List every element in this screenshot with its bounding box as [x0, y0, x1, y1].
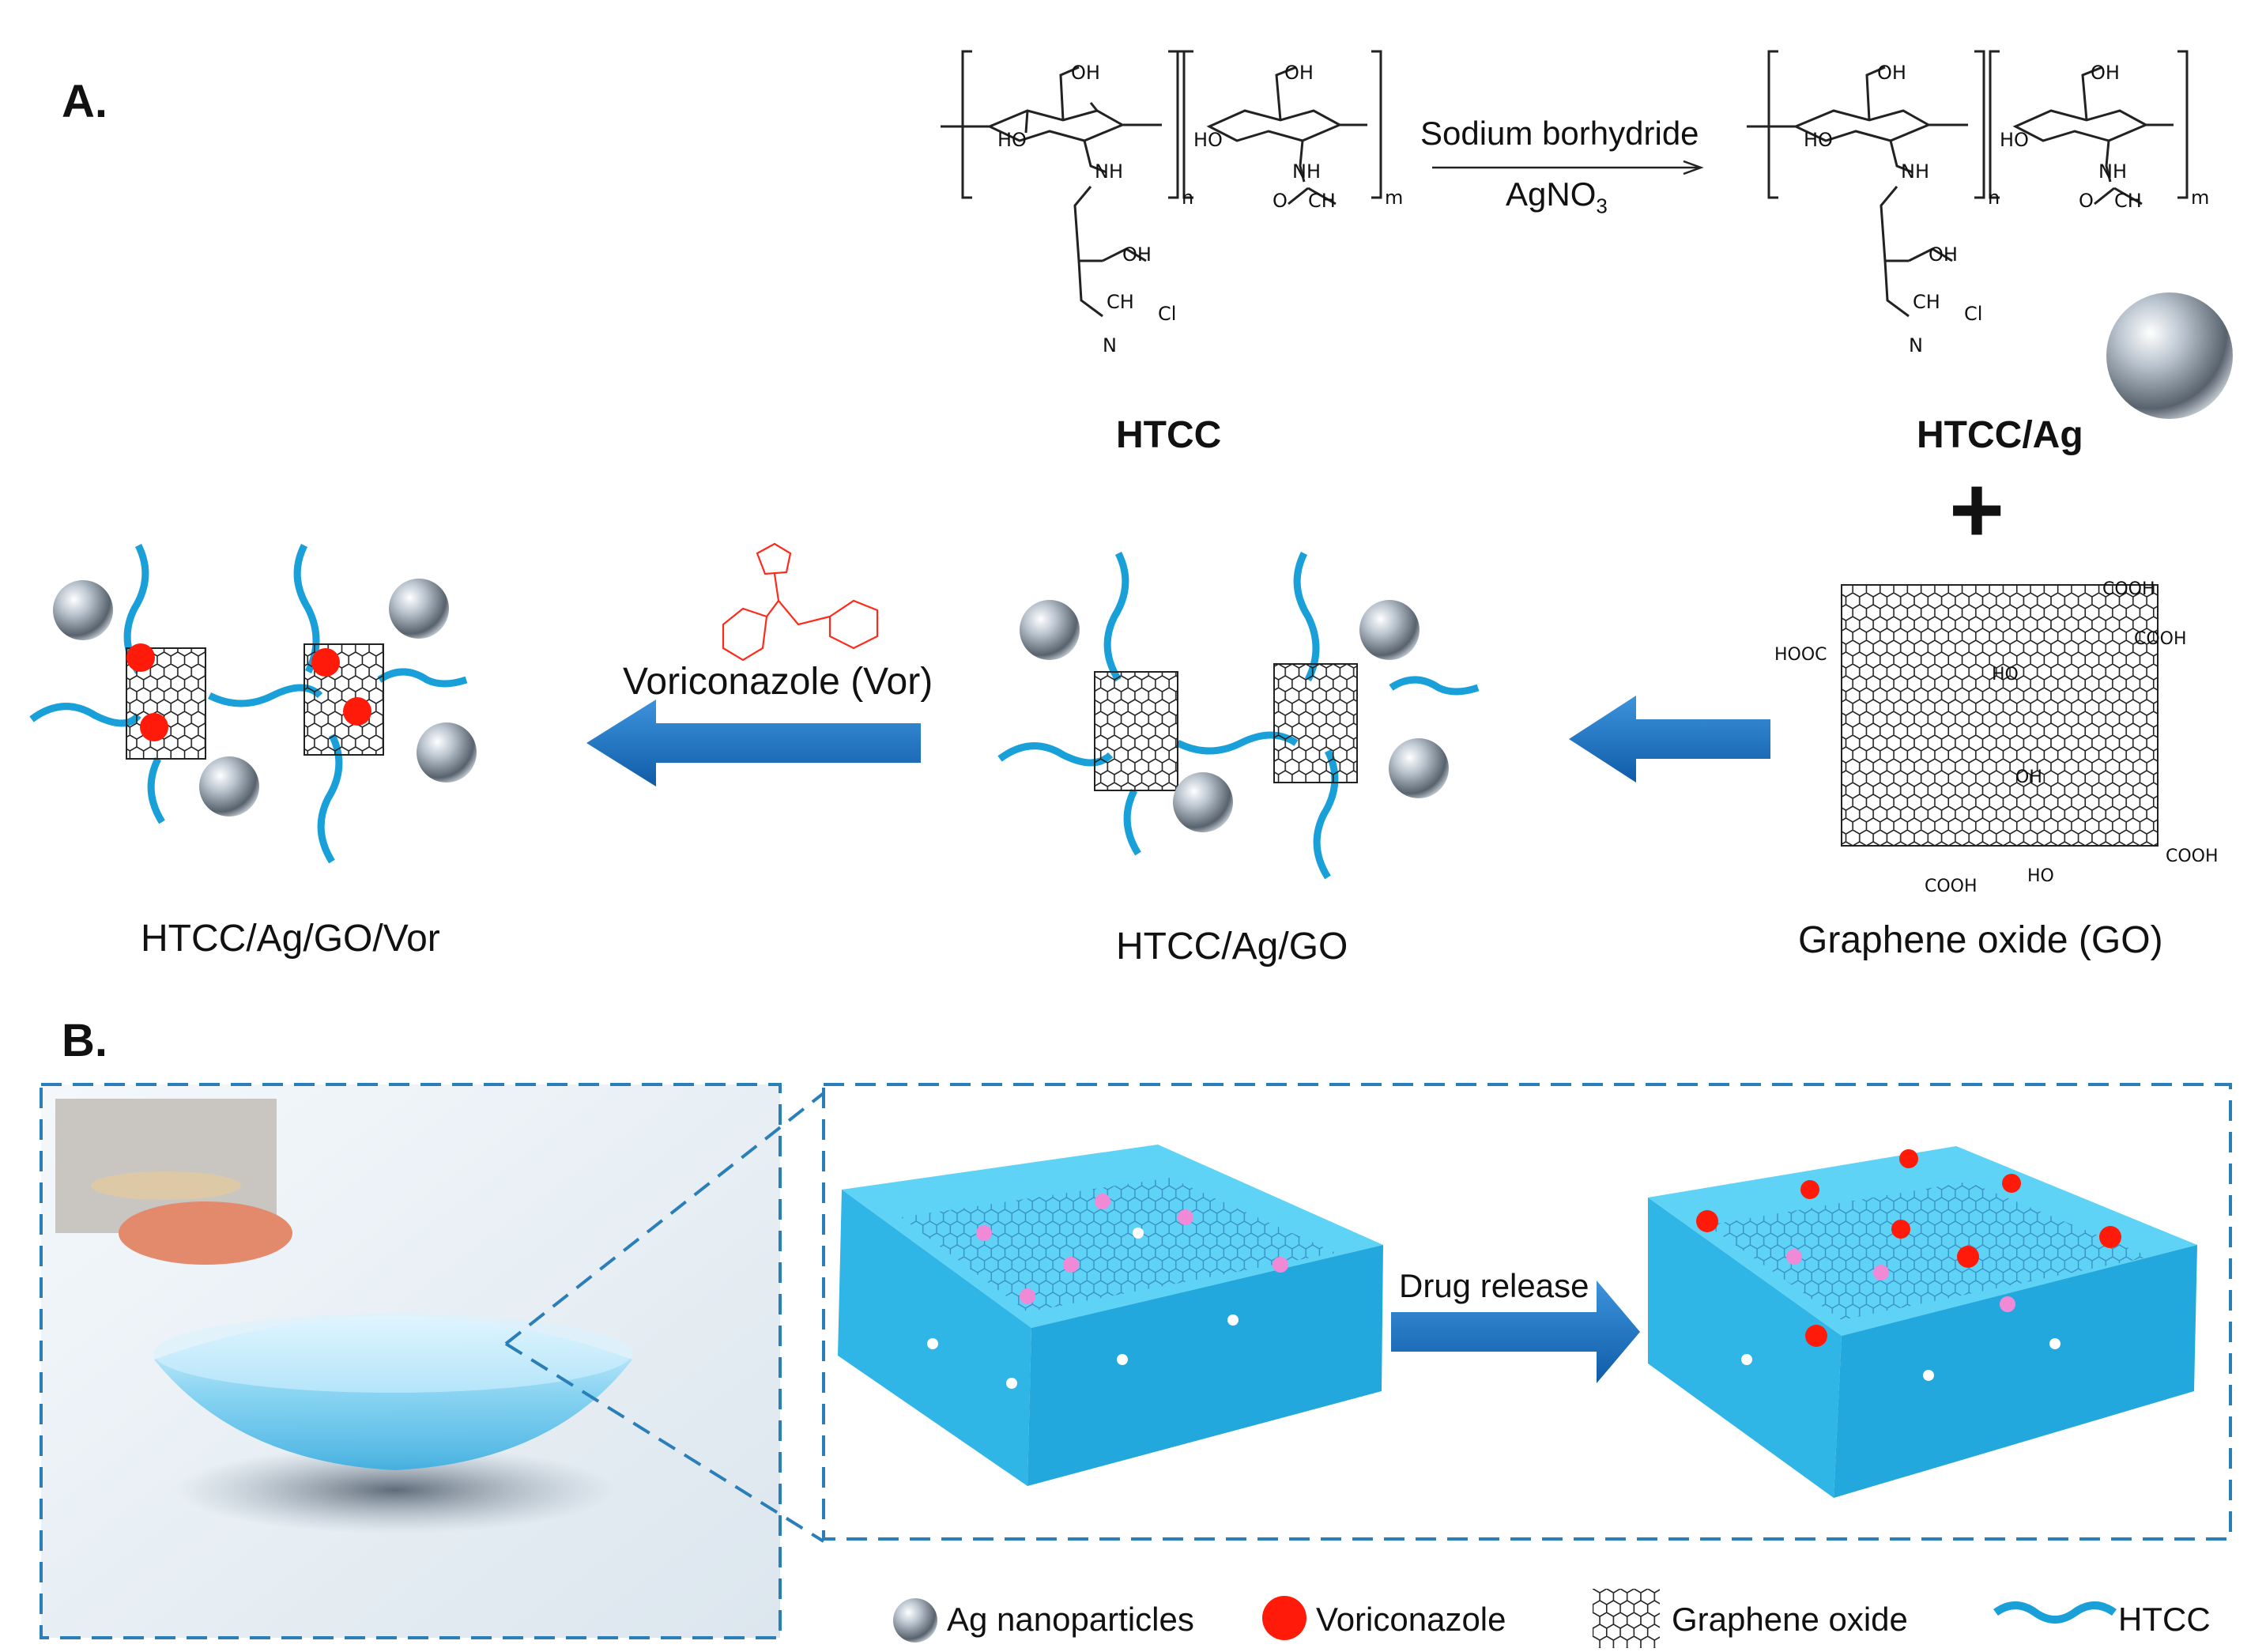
voriconazole-label: Voriconazole (Vor)	[623, 661, 933, 703]
graphene-oxide-structure: COOH COOH HOOC COOH COOH OH HO HO	[1774, 579, 2219, 896]
svg-text:O: O	[1273, 190, 1288, 212]
svg-text:HO: HO	[1193, 129, 1223, 151]
voriconazole-dot	[311, 648, 340, 677]
svg-text:Cl: Cl	[1158, 303, 1176, 325]
plus-sign: +	[1949, 457, 2005, 563]
svg-text:OH: OH	[2091, 62, 2120, 84]
reagent-bottom-sub: 3	[1596, 194, 1608, 218]
lens-panel-border	[40, 1083, 782, 1639]
voriconazole-dot	[126, 643, 155, 672]
legend-ag-icon	[893, 1598, 937, 1643]
legend-ag-label: Ag nanoparticles	[947, 1601, 1194, 1638]
svg-text:m: m	[1385, 187, 1403, 209]
svg-text:NH: NH	[2098, 160, 2127, 183]
svg-text:HOOC: HOOC	[1774, 645, 1827, 665]
svg-text:OH: OH	[1929, 243, 1958, 266]
svg-text:HO: HO	[1804, 129, 1833, 151]
reagent-bottom-main: AgNO	[1506, 175, 1597, 213]
legend-vor-icon	[1262, 1596, 1306, 1640]
svg-text:N: N	[1909, 334, 1923, 356]
drug-release-label: Drug release	[1399, 1267, 1589, 1304]
svg-text:HO: HO	[2000, 129, 2029, 151]
svg-text:m: m	[2191, 187, 2209, 209]
lens-photo-lens	[91, 1171, 241, 1200]
reagent-top-label: Sodium borhydride	[1420, 115, 1699, 152]
ag-nanoparticle	[417, 722, 477, 783]
arrow-drug-release	[1391, 1280, 1640, 1383]
voriconazole-dot	[140, 713, 168, 741]
svg-text:CH: CH	[1913, 291, 1940, 313]
legend-go-label: Graphene oxide	[1672, 1601, 1908, 1638]
lens-shadow	[174, 1446, 616, 1533]
svg-text:CH: CH	[2114, 190, 2142, 212]
ag-nanoparticle-large	[2106, 292, 2233, 419]
zoom-panel-border	[822, 1083, 2232, 1541]
legend-go-icon	[1593, 1589, 1660, 1648]
svg-text:NH: NH	[1095, 160, 1123, 183]
arrow-left-vor	[586, 700, 921, 786]
zoom-line-bottom	[504, 1342, 825, 1543]
svg-text:OH: OH	[1122, 243, 1152, 266]
panel-a-letter: A.	[62, 76, 107, 127]
voriconazole-structure	[722, 542, 879, 662]
ag-nanoparticle	[1173, 772, 1233, 832]
svg-text:OH: OH	[1284, 62, 1314, 84]
legend-htcc-label: HTCC	[2118, 1601, 2211, 1638]
voriconazole-dot	[343, 697, 371, 726]
gel-block-before	[838, 1145, 1383, 1486]
htcc-ag-go-label: HTCC/Ag/GO	[1116, 926, 1348, 967]
svg-text:N: N	[1103, 334, 1117, 356]
gel-block-after	[1648, 1146, 2197, 1498]
reagent-bottom-label: AgNO3	[1506, 175, 1608, 218]
ag-nanoparticle	[1020, 600, 1080, 660]
htcc-label: HTCC	[1116, 414, 1222, 456]
svg-text:O: O	[2079, 190, 2094, 212]
svg-text:COOH: COOH	[2166, 847, 2219, 866]
legend-htcc-icon	[1993, 1601, 2117, 1624]
contact-lens-rim	[153, 1314, 632, 1393]
svg-text:NH: NH	[1901, 160, 1929, 183]
panel-b-letter: B.	[62, 1015, 107, 1066]
lens-photo-finger	[119, 1201, 292, 1265]
svg-text:HO: HO	[997, 129, 1027, 151]
htcc-ag-label: HTCC/Ag	[1917, 414, 2083, 456]
arrow-left-go	[1569, 696, 1770, 783]
svg-text:COOH: COOH	[2102, 579, 2155, 599]
htcc-ag-go-composite	[997, 551, 1480, 880]
svg-text:Cl: Cl	[1964, 303, 1982, 325]
svg-text:OH: OH	[1877, 62, 1906, 84]
svg-text:OH: OH	[1071, 62, 1100, 84]
htcc-chem-text: OH HO NH OH CH N Cl OH HO NH CH O n m OH…	[997, 62, 2209, 356]
zoom-line-top	[504, 1092, 825, 1345]
svg-text:n: n	[1988, 187, 2000, 209]
go-label: Graphene oxide (GO)	[1798, 919, 2163, 961]
svg-text:CH: CH	[1308, 190, 1336, 212]
svg-text:NH: NH	[1292, 160, 1321, 183]
htcc-ag-go-vor-composite	[29, 543, 477, 864]
htcc-ag-go-vor-label: HTCC/Ag/GO/Vor	[141, 918, 440, 960]
svg-text:HO: HO	[1992, 665, 2019, 685]
svg-text:CH: CH	[1107, 291, 1134, 313]
htcc-structure	[941, 50, 2189, 318]
ag-nanoparticle	[1389, 738, 1449, 798]
svg-text:COOH: COOH	[2134, 629, 2187, 649]
ag-nanoparticle	[1359, 600, 1420, 660]
legend-vor-label: Voriconazole	[1316, 1601, 1506, 1638]
ag-nanoparticle	[199, 756, 259, 817]
svg-text:n: n	[1182, 187, 1193, 209]
svg-text:OH: OH	[2015, 768, 2042, 787]
svg-text:HO: HO	[2027, 866, 2054, 886]
ag-nanoparticle	[389, 579, 449, 639]
ag-nanoparticle	[53, 580, 113, 640]
svg-text:COOH: COOH	[1925, 877, 1978, 896]
